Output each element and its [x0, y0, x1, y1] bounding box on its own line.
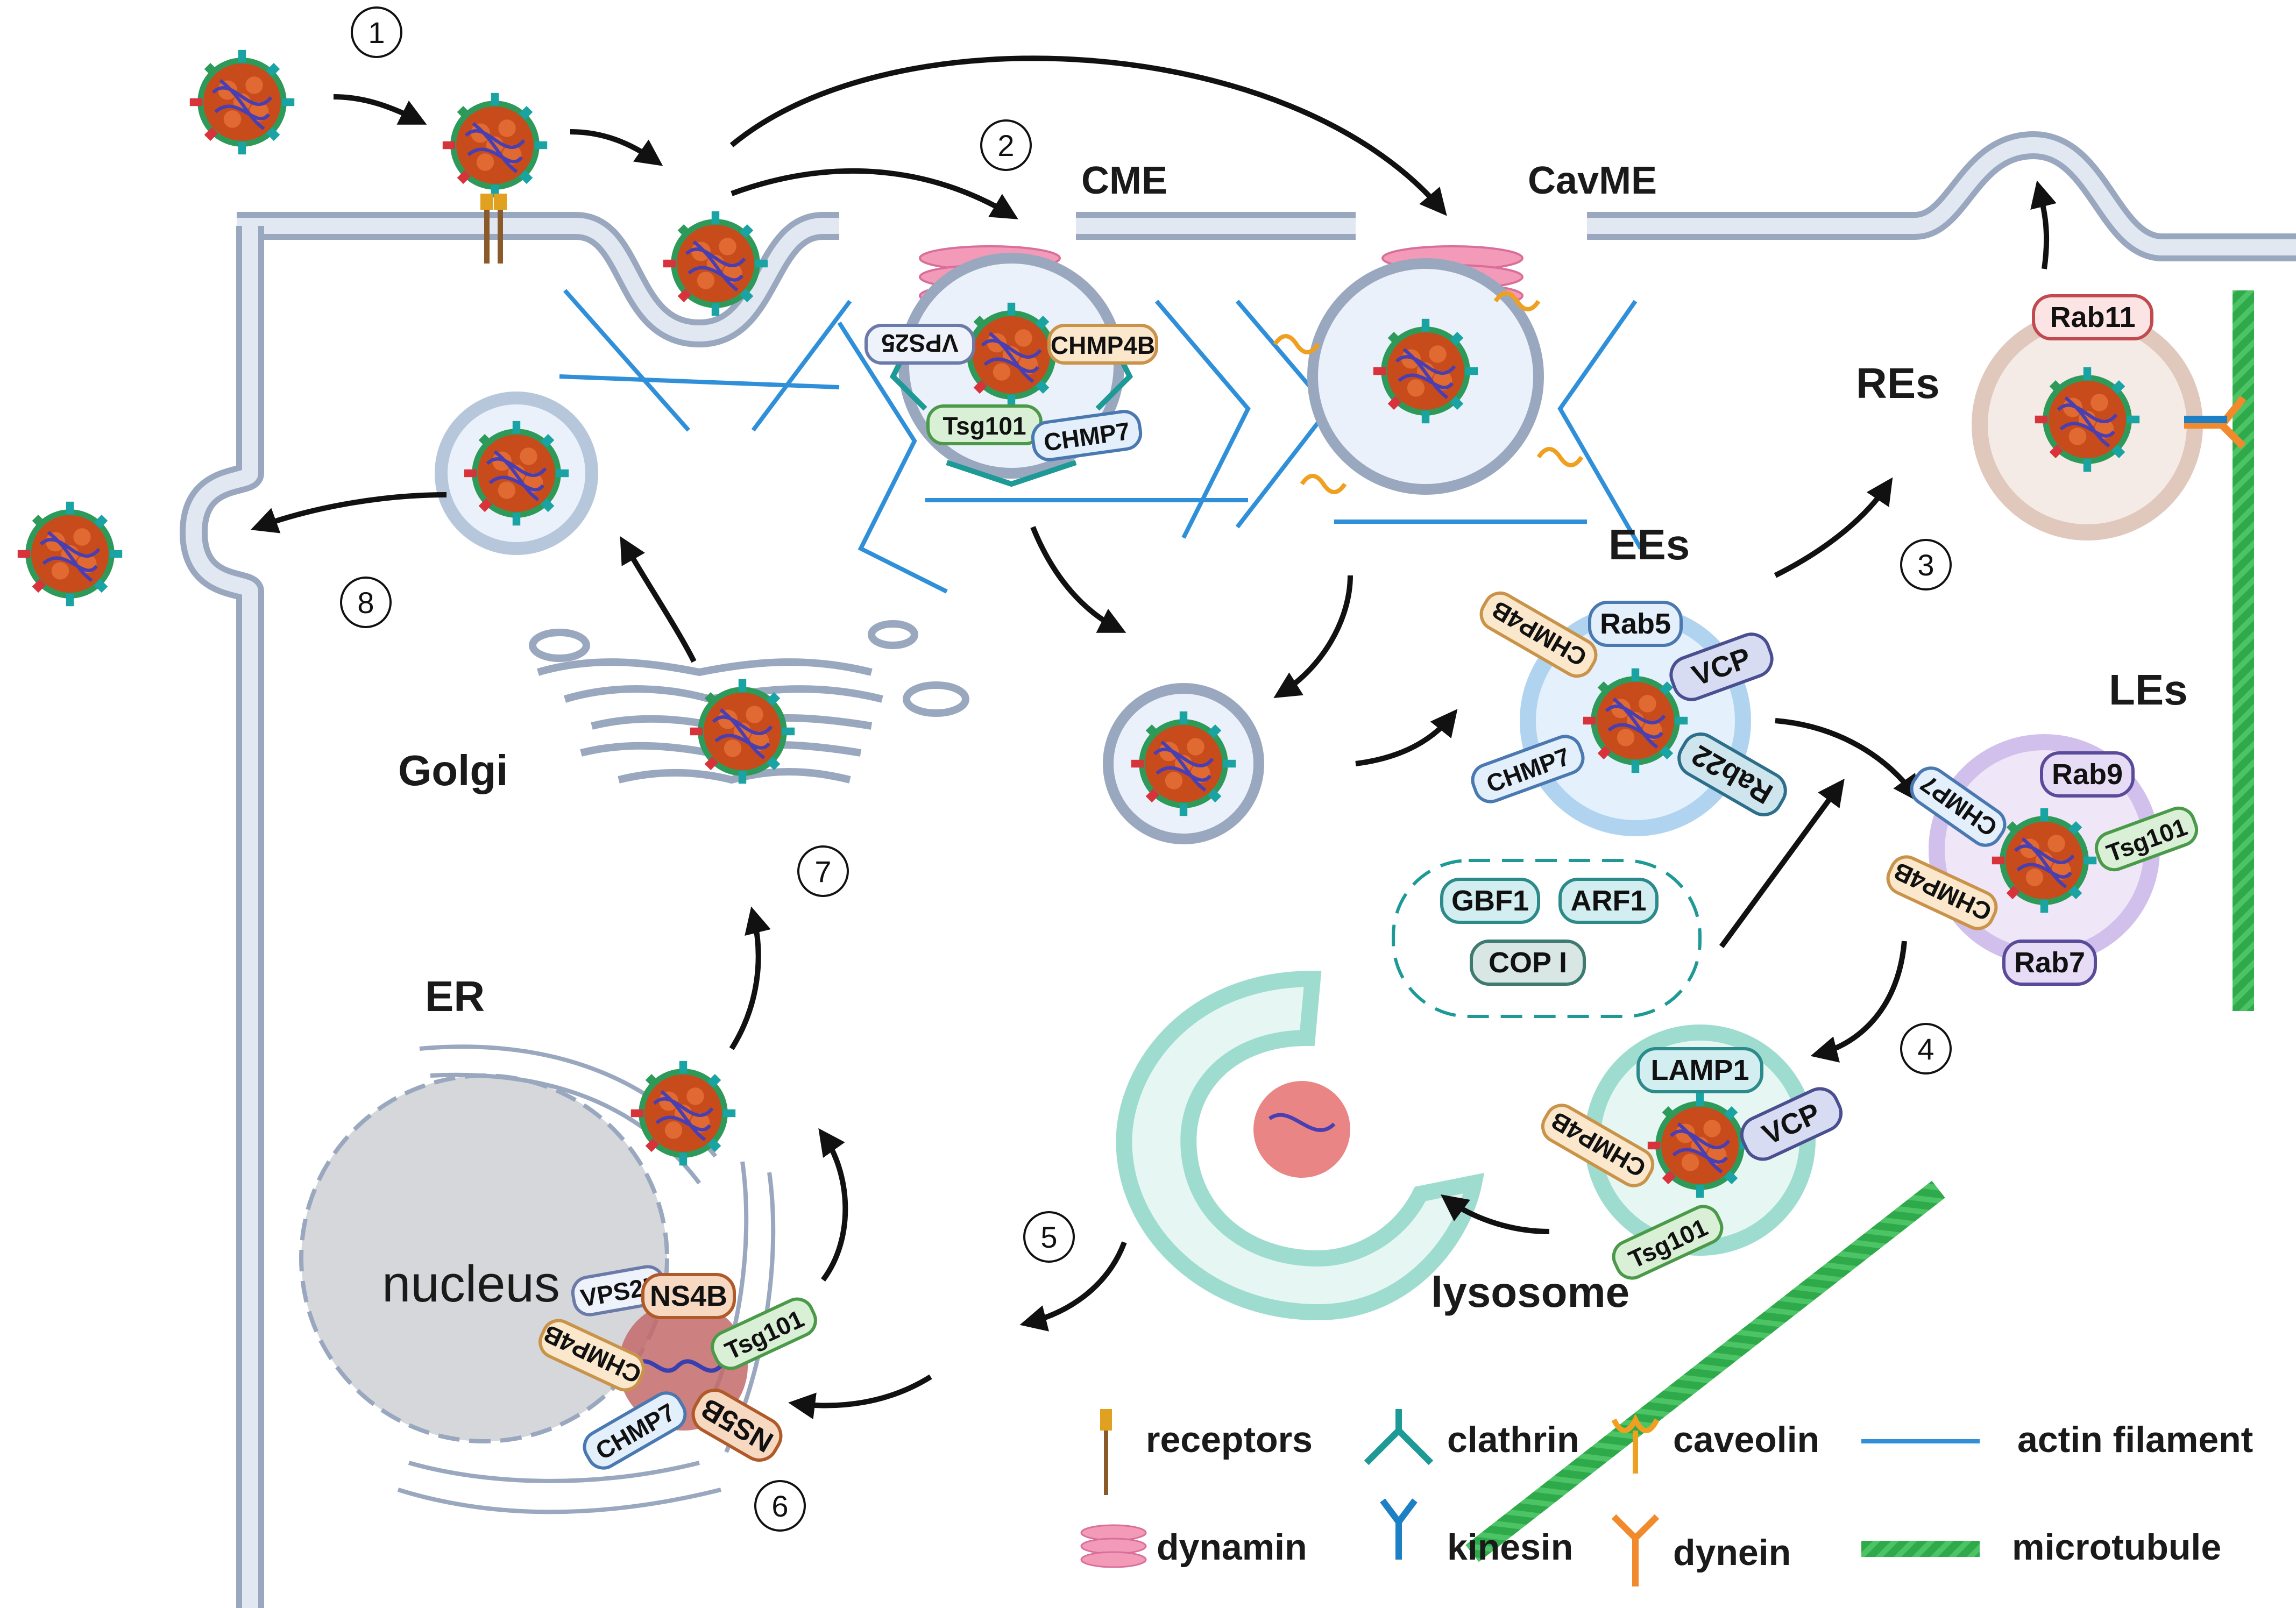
label-er: ER: [425, 972, 485, 1020]
legend-dynein-icon: [1611, 1514, 1660, 1586]
step-marker-5: 5: [1023, 1211, 1075, 1263]
tag-copi: COP I: [1470, 940, 1586, 986]
virion-2: [443, 93, 547, 197]
svg-text:LAMP1: LAMP1: [1650, 1054, 1749, 1086]
golgi-apparatus: [529, 620, 969, 784]
legend: receptors clathrin caveolin actin filame…: [1080, 1409, 2253, 1586]
step-marker-4: 4: [1900, 1023, 1952, 1075]
svg-text:1: 1: [368, 16, 385, 49]
legend-dynein-label: dynein: [1673, 1532, 1791, 1573]
svg-text:GBF1: GBF1: [1451, 885, 1529, 917]
virion-released: [18, 502, 122, 606]
label-res: REs: [1856, 359, 1940, 407]
tag-re-rab11: Rab11: [2032, 294, 2153, 340]
legend-dynamin-icon: [1080, 1524, 1147, 1568]
legend-clathrin-icon: [1364, 1409, 1434, 1465]
legend-kinesin-label: kinesin: [1447, 1527, 1573, 1568]
tag-ee-rab5: Rab5: [1588, 601, 1683, 647]
label-ees: EEs: [1608, 521, 1690, 568]
svg-text:CHMP4B: CHMP4B: [1051, 331, 1155, 359]
svg-text:ARF1: ARF1: [1570, 885, 1646, 917]
uncoated-capsid: [1253, 1081, 1350, 1178]
tag-le-rab7: Rab7: [2002, 940, 2097, 986]
microtubule-diagonal: [1465, 1180, 1945, 1562]
tag-cme-chmp7: CHMP7: [1031, 410, 1143, 461]
svg-text:VPS25: VPS25: [881, 329, 958, 357]
legend-actin-label: actin filament: [2017, 1419, 2253, 1460]
step-marker-2: 2: [980, 119, 1032, 171]
svg-text:2: 2: [997, 129, 1014, 162]
svg-text:Tsg101: Tsg101: [943, 412, 1026, 440]
tag-gbf1: GBF1: [1440, 878, 1540, 924]
tag-cme-chmp4b: CHMP4B: [1047, 324, 1158, 365]
virion-er: [631, 1061, 735, 1165]
tag-cme-tsg101: Tsg101: [926, 404, 1043, 445]
tag-er-ns5b: NS5B: [691, 1389, 783, 1462]
legend-caveolin-label: caveolin: [1673, 1419, 1819, 1460]
legend-clathrin-label: clathrin: [1447, 1419, 1579, 1460]
label-lysosome: lysosome: [1431, 1268, 1629, 1316]
legend-caveolin-icon: [1611, 1413, 1660, 1474]
tag-arf1: ARF1: [1558, 878, 1659, 924]
step-markers: 1 2 3 4 5 6 7 8: [340, 6, 1952, 1532]
label-les: LEs: [2109, 666, 2188, 714]
receptor: [480, 194, 507, 264]
svg-text:8: 8: [357, 586, 374, 620]
label-cavme: CavME: [1528, 159, 1657, 202]
step-marker-6: 6: [754, 1480, 806, 1532]
tag-er-ns4b: NS4B: [641, 1273, 736, 1319]
svg-text:6: 6: [771, 1489, 788, 1523]
step-marker-8: 8: [340, 577, 392, 628]
svg-text:COP I: COP I: [1489, 947, 1567, 979]
legend-kinesin-icon: [1380, 1498, 1418, 1560]
pathway-arrows: [250, 55, 2057, 1420]
svg-text:3: 3: [1917, 548, 1934, 582]
svg-text:Rab5: Rab5: [1600, 608, 1671, 640]
label-golgi: Golgi: [398, 746, 508, 794]
tag-le-rab9: Rab9: [2040, 751, 2135, 798]
legend-receptors-label: receptors: [1146, 1419, 1313, 1460]
tag-cme-vps25: VPS25: [864, 324, 975, 365]
legend-microtubule-label: microtubule: [2012, 1527, 2221, 1568]
step-marker-3: 3: [1900, 539, 1952, 590]
svg-text:NS4B: NS4B: [650, 1280, 727, 1312]
tag-ly-lamp1: LAMP1: [1636, 1047, 1763, 1093]
step-marker-7: 7: [797, 845, 849, 897]
label-nucleus: nucleus: [382, 1255, 560, 1313]
label-cme: CME: [1081, 159, 1167, 202]
tag-ee-chmp7: CHMP7: [1471, 735, 1585, 803]
legend-microtubule-icon: [1861, 1541, 1980, 1557]
svg-text:4: 4: [1917, 1032, 1934, 1066]
svg-text:5: 5: [1040, 1220, 1057, 1254]
svg-text:Rab11: Rab11: [2050, 301, 2135, 333]
legend-dynamin-label: dynamin: [1157, 1527, 1307, 1568]
lysosome-cup: [1116, 970, 1485, 1321]
svg-text:Rab7: Rab7: [2014, 947, 2085, 979]
actin-network: [559, 289, 1643, 594]
gbf1-arf1-copi-group: [1392, 859, 1702, 1018]
svg-text:Rab9: Rab9: [2052, 758, 2123, 791]
step-marker-1: 1: [351, 6, 402, 58]
svg-text:7: 7: [814, 855, 831, 888]
legend-receptor-icon: [1100, 1409, 1112, 1495]
plasma-membrane: [179, 131, 2296, 1608]
virion-1: [190, 50, 294, 154]
